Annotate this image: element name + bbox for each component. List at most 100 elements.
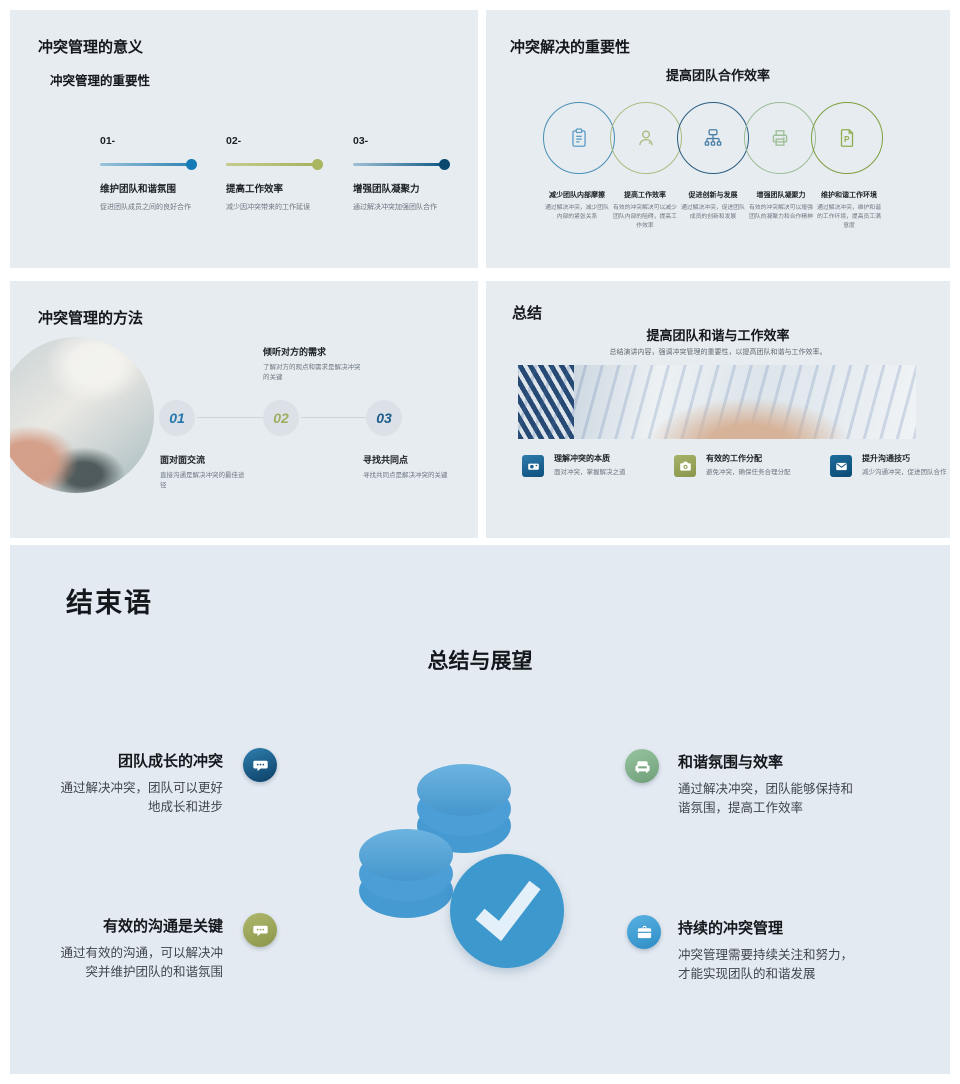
closing-desc: 通过解决冲突，团队可以更好地成长和进步 bbox=[60, 781, 223, 814]
chat-bubble-icon bbox=[243, 913, 277, 947]
timeline-desc: 通过解决冲突加强团队合作 bbox=[353, 203, 437, 211]
step-label: 寻找共同点 bbox=[363, 455, 409, 465]
icon-circle bbox=[744, 102, 816, 174]
step-label: 面对面交流 bbox=[160, 455, 206, 465]
timeline-dot bbox=[186, 158, 197, 170]
timeline-number: 02- bbox=[226, 135, 242, 147]
step-desc: 寻找共同点是解决冲突的关键 bbox=[363, 472, 448, 479]
slide4-title: 总结 bbox=[512, 305, 543, 322]
timeline-desc: 减少因冲突带来的工作延误 bbox=[226, 203, 310, 211]
benefit-desc: 通过解决冲突，维护和谐的工作环境，提高员工满意度 bbox=[817, 205, 881, 229]
icon-circle-row: P bbox=[543, 102, 883, 174]
benefit-label: 减少团队内部摩擦 bbox=[549, 192, 605, 199]
sitemap-icon bbox=[704, 129, 722, 146]
timeline-item: 02- 提高工作效率 减少因冲突带来的工作延误 bbox=[226, 135, 342, 212]
benefit-desc: 有效的冲突解决可以增强团队的凝聚力和合作精神 bbox=[749, 205, 813, 220]
step-desc: 直接沟通是解决冲突的最佳途径 bbox=[160, 472, 245, 490]
summary-label: 理解冲突的本质 bbox=[554, 454, 610, 463]
step-connector bbox=[301, 417, 366, 418]
briefcase-icon bbox=[627, 915, 661, 949]
step-label: 倾听对方的需求 bbox=[263, 347, 327, 357]
icon-circle bbox=[543, 102, 615, 174]
hands-calculator-photo bbox=[10, 337, 154, 493]
timeline-line bbox=[353, 158, 450, 170]
slide5-heading: 总结与展望 bbox=[427, 650, 533, 673]
closing-item: 有效的沟通是关键 通过有效的沟通，可以解决冲突并维护团队的和谐氛围 bbox=[50, 915, 223, 982]
benefit-column: 增强团队凝聚力 有效的冲突解决可以增强团队的凝聚力和合作精神 bbox=[749, 190, 813, 231]
benefit-column: 减少团队内部摩擦 通过解决冲突，减少团队内部的紧张关系 bbox=[545, 190, 609, 231]
printer-icon bbox=[772, 130, 788, 146]
file-p-icon: P bbox=[840, 129, 854, 147]
icon-circle bbox=[610, 102, 682, 174]
projector-icon bbox=[522, 455, 544, 477]
slide-thumbnail-2[interactable]: 冲突解决的重要性 提高团队合作效率 bbox=[486, 10, 950, 268]
step-connector bbox=[197, 417, 263, 418]
slide1-title: 冲突管理的意义 bbox=[38, 39, 144, 56]
slide-thumbnail-3[interactable]: 冲突管理的方法 倾听对方的需求 了解对方的观点和需求是解决冲突的关键 01 02… bbox=[10, 281, 478, 538]
benefit-desc: 通过解决冲突，促进团队成员的创新和发展 bbox=[681, 205, 745, 220]
timeline-item: 03- 增强团队凝聚力 通过解决冲突加强团队合作 bbox=[353, 135, 469, 212]
closing-desc: 通过有效的沟通，可以解决冲突并维护团队的和谐氛围 bbox=[60, 946, 223, 979]
summary-item: 理解冲突的本质 面对冲突，掌握解决之道 bbox=[522, 453, 642, 478]
step-block: 寻找共同点 寻找共同点是解决冲突的关键 bbox=[363, 453, 467, 481]
summary-desc: 面对冲突，掌握解决之道 bbox=[554, 469, 626, 476]
slide-thumbnail-1[interactable]: 冲突管理的意义 冲突管理的重要性 01- 维护团队和谐氛围 促进团队成员之间的良… bbox=[10, 10, 478, 268]
summary-label: 提升沟通技巧 bbox=[862, 454, 910, 463]
benefit-label: 增强团队凝聚力 bbox=[756, 192, 806, 199]
closing-label: 团队成长的冲突 bbox=[117, 753, 223, 770]
slide4-heading: 提高团队和谐与工作效率 bbox=[646, 328, 790, 343]
benefit-label: 提高工作效率 bbox=[624, 192, 666, 199]
mail-icon bbox=[830, 455, 852, 477]
closing-item: 和谐氛围与效率 通过解决冲突，团队能够保持和谐氛围，提高工作效率 bbox=[678, 751, 856, 818]
timeline-label: 增强团队凝聚力 bbox=[353, 183, 420, 195]
timeline-line bbox=[226, 158, 323, 170]
camera-icon bbox=[674, 455, 696, 477]
step-number-circle: 02 bbox=[263, 400, 299, 436]
slide4-subheading: 总结演讲内容，强调冲突管理的重要性，以提高团队和谐与工作效率。 bbox=[609, 349, 827, 356]
timeline-label: 维护团队和谐氛围 bbox=[100, 183, 177, 195]
timeline-label: 提高工作效率 bbox=[226, 183, 284, 195]
closing-slide[interactable]: 结束语 总结与展望 团队成长的冲突 通过解决冲突，团队可以更好地成长和进步 和谐… bbox=[10, 545, 950, 1074]
timeline-line bbox=[100, 158, 197, 170]
checkmark-icon bbox=[450, 854, 564, 968]
slide2-title: 冲突解决的重要性 bbox=[510, 39, 631, 56]
slide1-subtitle: 冲突管理的重要性 bbox=[50, 74, 151, 88]
benefit-label: 维护和谐工作环境 bbox=[821, 192, 877, 199]
benefit-desc: 有效的冲突解决可以减少团队内部的阻碍，提高工作效率 bbox=[613, 205, 677, 229]
summary-desc: 减少沟通冲突，促进团队合作 bbox=[862, 469, 947, 476]
timeline-dot bbox=[312, 158, 323, 170]
step-note: 倾听对方的需求 了解对方的观点和需求是解决冲突的关键 bbox=[263, 345, 363, 384]
closing-label: 有效的沟通是关键 bbox=[102, 918, 223, 935]
closing-label: 和谐氛围与效率 bbox=[678, 754, 784, 771]
timeline-dot bbox=[439, 158, 450, 170]
benefit-column: 提高工作效率 有效的冲突解决可以减少团队内部的阻碍，提高工作效率 bbox=[613, 190, 677, 231]
chat-bubble-icon bbox=[243, 748, 277, 782]
step-block: 面对面交流 直接沟通是解决冲突的最佳途径 bbox=[160, 453, 264, 492]
clipboard-icon bbox=[572, 128, 586, 147]
armchair-icon bbox=[625, 749, 659, 783]
timeline-number: 01- bbox=[100, 135, 116, 147]
benefit-column: 促进创新与发展 通过解决冲突，促进团队成员的创新和发展 bbox=[681, 190, 745, 231]
coin-stack-graphic bbox=[359, 829, 453, 918]
benefit-label: 促进创新与发展 bbox=[688, 192, 738, 199]
summary-item: 有效的工作分配 避免冲突，确保任务合理分配 bbox=[674, 453, 794, 478]
closing-label: 持续的冲突管理 bbox=[678, 920, 784, 937]
step-number-circle: 01 bbox=[159, 400, 195, 436]
benefit-column: 维护和谐工作环境 通过解决冲突，维护和谐的工作环境，提高员工满意度 bbox=[817, 190, 881, 231]
benefit-desc: 通过解决冲突，减少团队内部的紧张关系 bbox=[545, 205, 609, 220]
step-number-circle: 03 bbox=[366, 400, 402, 436]
svg-text:P: P bbox=[844, 135, 850, 144]
timeline-number: 03- bbox=[353, 135, 369, 147]
closing-item: 团队成长的冲突 通过解决冲突，团队可以更好地成长和进步 bbox=[50, 750, 223, 817]
icon-circle: P bbox=[811, 102, 883, 174]
timeline-item: 01- 维护团队和谐氛围 促进团队成员之间的良好合作 bbox=[100, 135, 216, 212]
icon-circle bbox=[677, 102, 749, 174]
slide5-title: 结束语 bbox=[66, 588, 153, 618]
slide-thumbnail-4[interactable]: 总结 提高团队和谐与工作效率 总结演讲内容，强调冲突管理的重要性，以提高团队和谐… bbox=[486, 281, 950, 538]
summary-item: 提升沟通技巧 减少沟通冲突，促进团队合作 bbox=[830, 453, 950, 478]
user-icon bbox=[639, 130, 653, 146]
step-desc: 了解对方的观点和需求是解决冲突的关键 bbox=[263, 364, 361, 382]
closing-desc: 冲突管理需要持续关注和努力，才能实现团队的和谐发展 bbox=[678, 948, 854, 981]
summary-label: 有效的工作分配 bbox=[706, 454, 762, 463]
